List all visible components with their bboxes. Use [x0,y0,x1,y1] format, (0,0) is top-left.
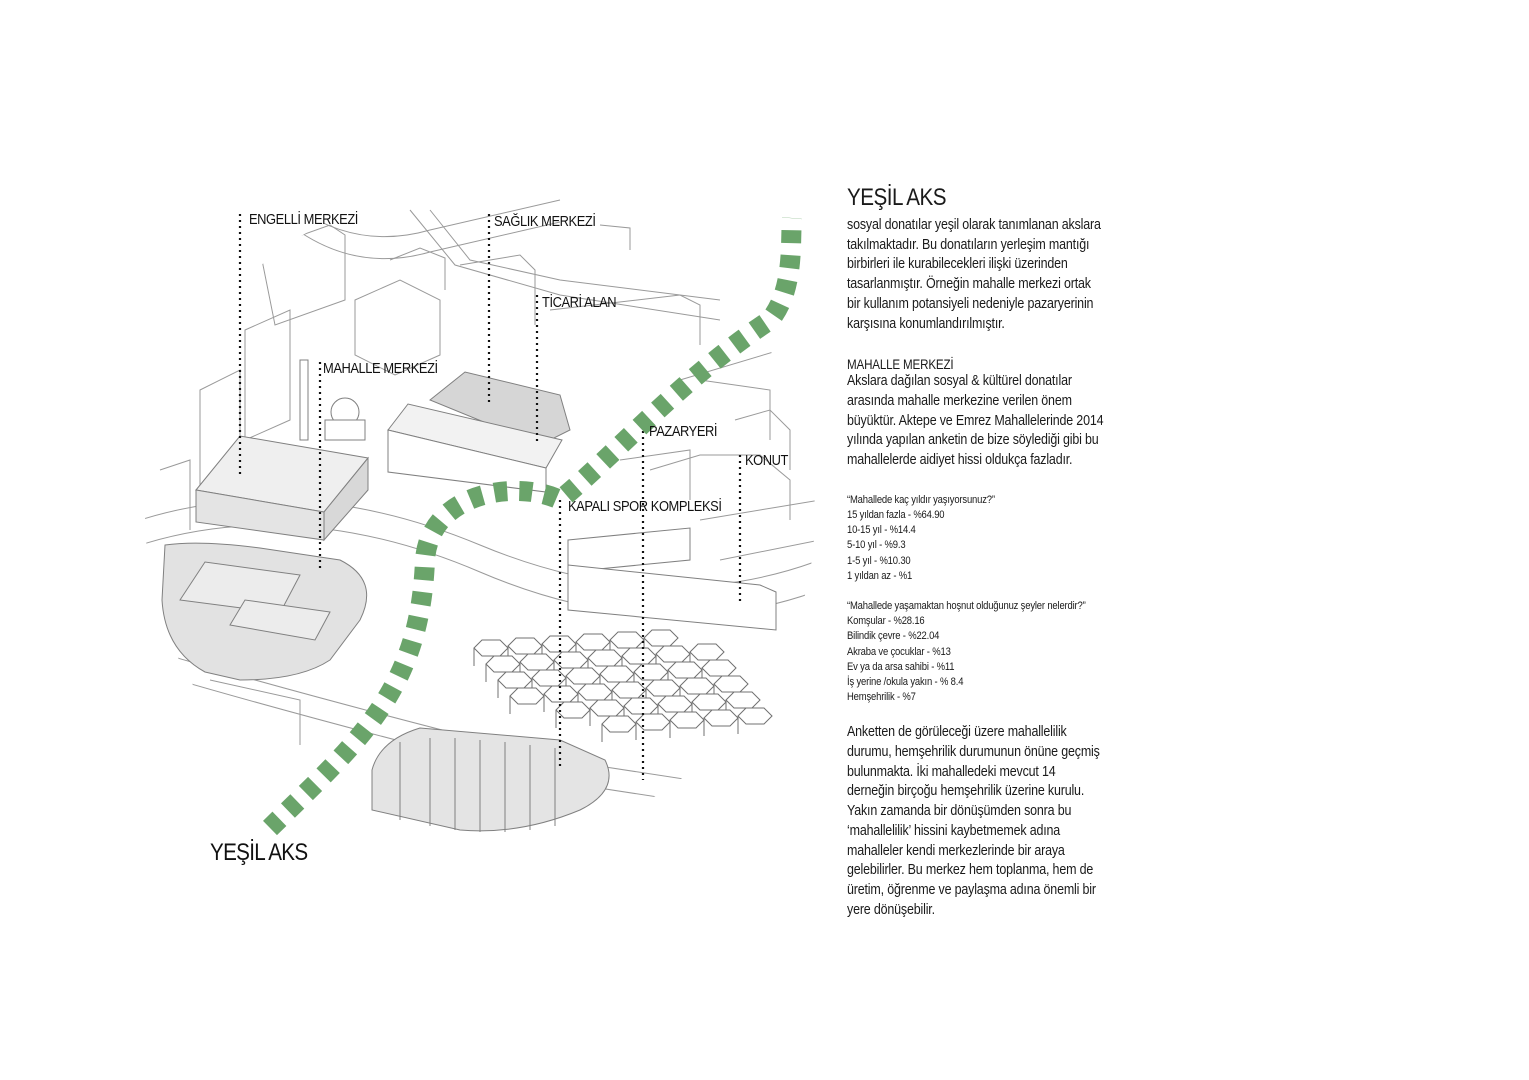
market-canopy [473,629,773,742]
canopy-module [587,649,623,667]
canopy-module [725,691,761,709]
label-ticari-alan: TİCARİ ALAN [542,294,617,311]
canopy-module [589,699,625,717]
canopy-module [473,639,509,657]
canopy-module [609,631,645,649]
canopy-module [635,713,671,731]
survey-residence-duration: “Mahallede kaç yıldır yaşıyorsunuz?” 15 … [847,493,1105,584]
canopy-module [713,675,749,693]
green-axis-path [263,217,802,836]
canopy-module [621,647,657,665]
survey-question: “Mahallede yaşamaktan hoşnut olduğunuz ş… [847,599,1086,612]
canopy-module [575,633,611,651]
canopy-module [737,707,773,725]
canopy-module [611,681,647,699]
canopy-module [599,665,635,683]
survey-answer: Ev ya da arsa sahibi - %11 [847,660,955,673]
survey-answer: 1-5 yıl - %10.30 [847,554,911,567]
canopy-module [509,687,545,705]
panel-subheading: MAHALLE MERKEZİ [847,357,954,373]
canopy-module [633,663,669,681]
survey-satisfaction: “Mahallede yaşamaktan hoşnut olduğunuz ş… [847,599,1105,705]
label-engelli-merkezi: ENGELLİ MERKEZİ [249,211,358,228]
label-mahalle-merkezi: MAHALLE MERKEZİ [323,360,438,377]
survey-answer: 1 yıldan az - %1 [847,569,913,582]
survey-answer: Komşular - %28.16 [847,615,925,628]
canopy-module [657,695,693,713]
canopy-module [691,693,727,711]
canopy-module [701,659,737,677]
canopy-module [485,655,521,673]
canopy-module [643,629,679,647]
survey-answer: 15 yıldan fazla - %64.90 [847,508,945,521]
survey-answer: Hemşehrilik - %7 [847,691,916,704]
canopy-module [531,669,567,687]
survey-answer: İş yerine /okula yakın - % 8.4 [847,675,964,688]
canopy-module [667,661,703,679]
canopy-module [689,643,725,661]
label-konut: KONUT [745,452,788,469]
survey-answer: 5-10 yıl - %9.3 [847,539,906,552]
canopy-module [655,645,691,663]
canopy-module [577,683,613,701]
panel-intro: sosyal donatılar yeşil olarak tanımlanan… [847,217,1101,332]
survey-answer: 10-15 yıl - %14.4 [847,524,916,537]
green-axis-label: YEŞİL AKS [210,839,308,866]
canopy-module [497,671,533,689]
panel-conclusion: Anketten de görüleceği üzere mahallelili… [847,724,1100,918]
survey-answer: Akraba ve çocuklar - %13 [847,645,951,658]
label-saglik-merkezi: SAĞLIK MERKEZİ [494,213,596,230]
survey-answer: Bilindik çevre - %22.04 [847,630,940,643]
canopy-module [601,715,637,733]
canopy-module [553,651,589,669]
highlighted-buildings [161,359,777,832]
green-axis-dashes [263,217,802,836]
canopy-module [519,653,555,671]
survey-question: “Mahallede kaç yıldır yaşıyorsunuz?” [847,493,995,506]
panel-body: Akslara dağılan sosyal & kültürel donatı… [847,373,1104,469]
leader-lines [238,214,742,780]
canopy-module [623,697,659,715]
canopy-module [507,637,543,655]
label-pazaryeri: PAZARYERİ [649,423,718,440]
panel-title: YEŞİL AKS [847,184,947,211]
canopy-module [679,677,715,695]
canopy-module [565,667,601,685]
canopy-module [645,679,681,697]
label-kapali-spor-kompleksi: KAPALI SPOR KOMPLEKSİ [568,498,722,515]
description-panel: YEŞİL AKS sosyal donatılar yeşil olarak … [847,184,1105,920]
canopy-module [669,711,705,729]
canopy-module [703,709,739,727]
